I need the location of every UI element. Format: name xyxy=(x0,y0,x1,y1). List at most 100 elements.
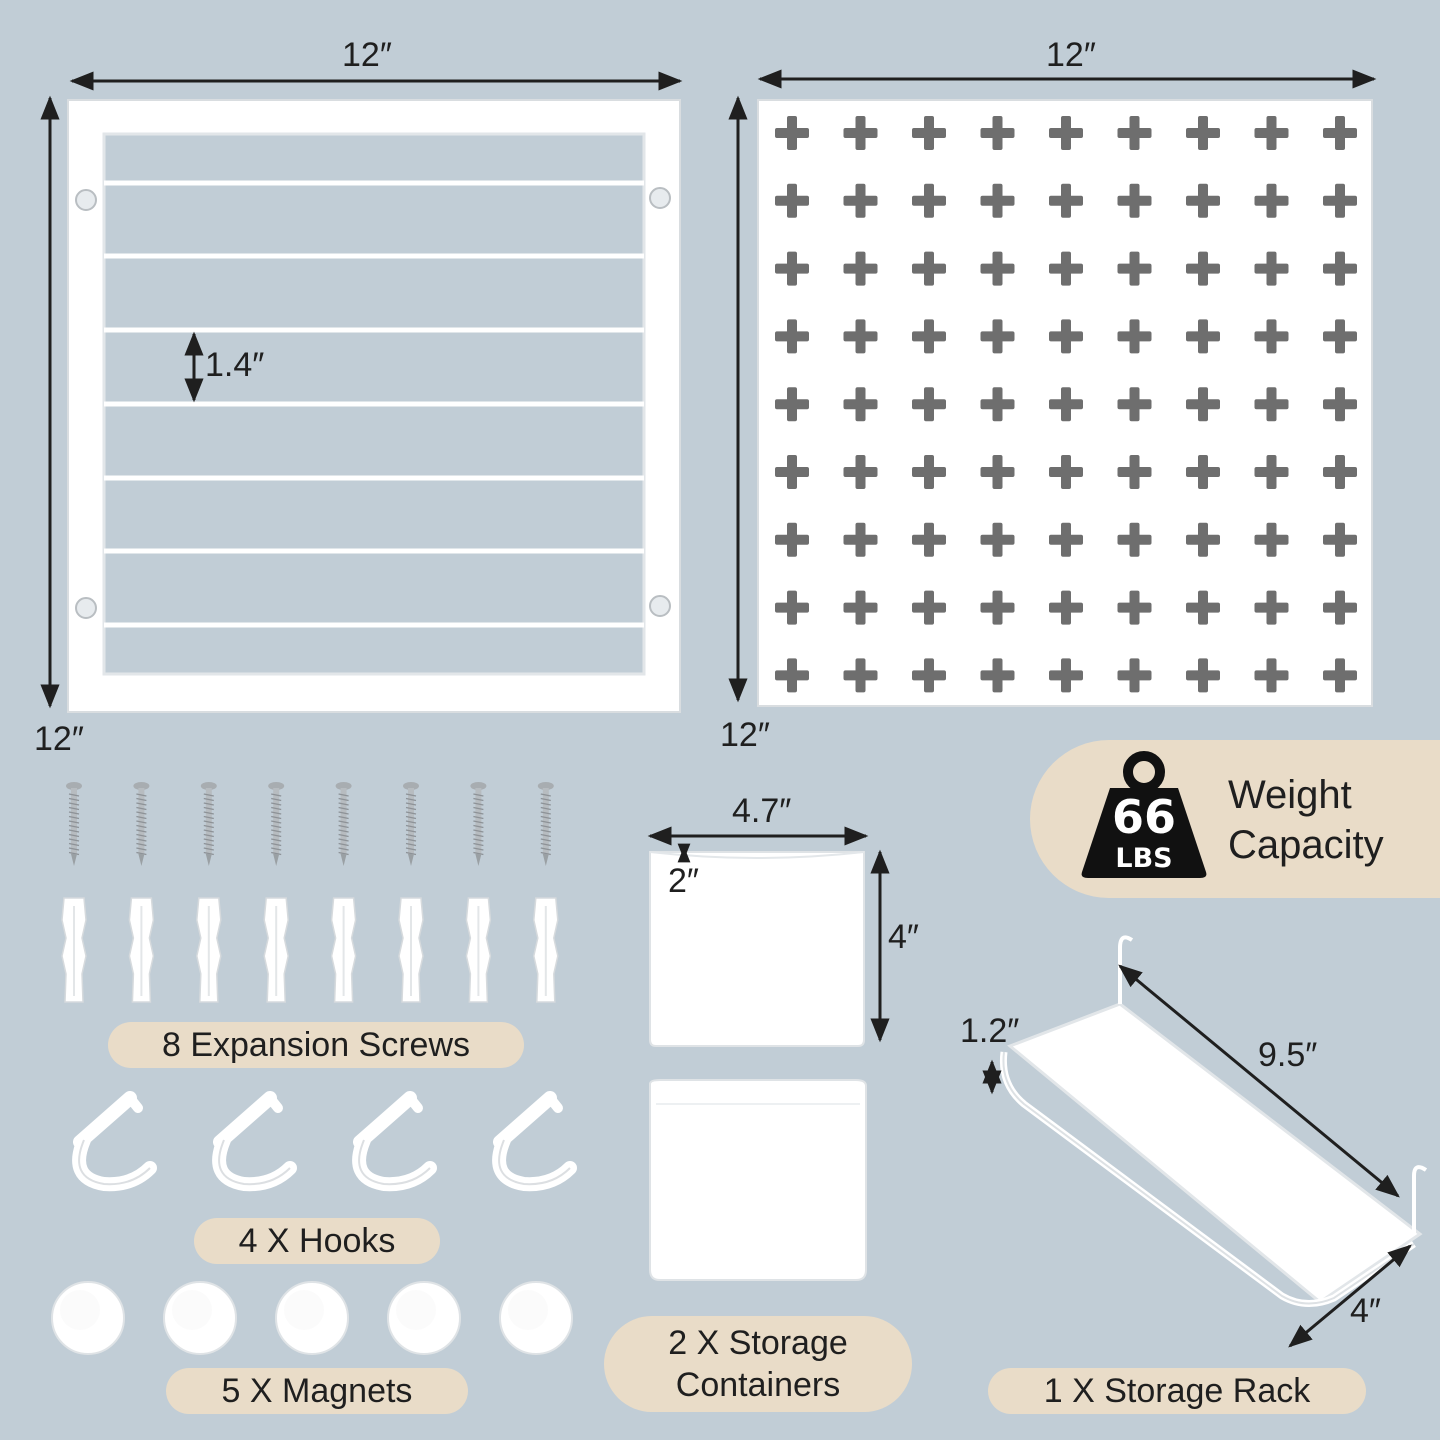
peg-hole xyxy=(1117,319,1152,354)
peg-hole xyxy=(843,251,878,286)
peg-hole xyxy=(1323,183,1357,218)
peg-hole xyxy=(912,251,946,286)
storage-rack xyxy=(999,935,1428,1307)
peg-hole xyxy=(980,590,1015,625)
storage-container-top xyxy=(649,851,865,1047)
container-width-label: 4.7″ xyxy=(732,792,792,830)
peg-hole xyxy=(843,116,878,150)
peg-hole xyxy=(980,319,1015,354)
peg-hole xyxy=(843,658,878,693)
weight-icon xyxy=(1081,751,1207,878)
peg-hole xyxy=(843,455,878,489)
screw-icon xyxy=(403,782,419,866)
peg-hole xyxy=(1049,387,1083,422)
peg-hole xyxy=(1323,116,1357,150)
peg-hole xyxy=(1254,116,1289,150)
peg-hole xyxy=(775,522,809,557)
peg-hole xyxy=(1117,387,1152,422)
screw-icon xyxy=(66,782,82,866)
peg-hole xyxy=(1323,251,1357,286)
peg-hole xyxy=(775,658,809,693)
peg-hole xyxy=(980,522,1015,557)
peg-hole xyxy=(1117,183,1152,218)
magnet-icon xyxy=(387,1281,461,1355)
peg-hole xyxy=(1186,658,1220,693)
peg-hole xyxy=(1117,251,1152,286)
peg-hole xyxy=(775,590,809,625)
peg-hole xyxy=(1254,183,1289,218)
peg-hole xyxy=(912,590,946,625)
peg-hole xyxy=(912,116,946,150)
peg-hole xyxy=(775,455,809,489)
rack-label: 1 X Storage Rack xyxy=(988,1368,1366,1414)
screw-icon xyxy=(470,782,487,866)
peg-hole xyxy=(980,183,1015,218)
left-panel-width-label: 12″ xyxy=(342,36,392,74)
peg-hole xyxy=(912,658,946,693)
wall-anchor-icon xyxy=(533,897,559,1003)
magnet-icon xyxy=(499,1281,573,1355)
left-panel-height-label: 12″ xyxy=(34,720,84,758)
peg-hole xyxy=(1117,658,1152,693)
containers-label-line1: 2 X Storage xyxy=(668,1323,848,1362)
peg-hole xyxy=(980,658,1015,693)
peg-hole xyxy=(1049,590,1083,625)
peg-hole xyxy=(912,183,946,218)
peg-hole xyxy=(1323,455,1357,489)
rack-length-label: 9.5″ xyxy=(1258,1036,1318,1074)
peg-hole xyxy=(1323,387,1357,422)
peg-hole xyxy=(843,522,878,557)
magnet-icon xyxy=(275,1281,349,1355)
peg-hole xyxy=(1117,590,1152,625)
peg-hole xyxy=(775,251,809,286)
weight-unit: LBS xyxy=(1115,843,1173,874)
rack-width-label: 4″ xyxy=(1350,1292,1381,1330)
peg-hole xyxy=(1186,455,1220,489)
peg-hole xyxy=(980,116,1015,150)
peg-hole xyxy=(1049,658,1083,693)
magnet-icon xyxy=(51,1281,125,1355)
containers-label-line2: Containers xyxy=(675,1366,841,1404)
peg-hole xyxy=(912,319,946,354)
peg-hole xyxy=(1254,658,1289,693)
peg-hole xyxy=(1323,522,1357,557)
peg-hole xyxy=(775,387,809,422)
peg-hole xyxy=(1117,455,1152,489)
weight-label-line2: Capacity xyxy=(1228,823,1384,867)
peg-hole xyxy=(1323,658,1357,693)
peg-hole xyxy=(1049,251,1083,286)
magnets-label: 5 X Magnets xyxy=(166,1368,468,1414)
peg-hole xyxy=(1117,116,1152,150)
wall-anchor-icon xyxy=(61,897,87,1003)
peg-hole xyxy=(1186,522,1220,557)
peg-hole xyxy=(1186,183,1220,218)
wall-anchor-icon xyxy=(465,897,492,1003)
peg-hole xyxy=(980,387,1015,422)
peg-hole xyxy=(1323,319,1357,354)
wall-anchor-icon xyxy=(330,897,357,1003)
right-panel-height-label: 12″ xyxy=(720,716,770,754)
container-height-label: 4″ xyxy=(888,918,919,956)
screw-icon xyxy=(268,782,285,866)
peg-hole xyxy=(1186,251,1220,286)
peg-hole xyxy=(1254,251,1289,286)
peg-hole xyxy=(912,455,946,489)
peg-hole xyxy=(775,319,809,354)
wall-anchor-icon xyxy=(398,897,424,1003)
peg-hole xyxy=(1254,590,1289,625)
weight-number: 66 xyxy=(1111,790,1176,844)
peg-hole xyxy=(1254,387,1289,422)
peg-hole xyxy=(843,319,878,354)
screw-icon xyxy=(537,782,554,866)
peg-hole xyxy=(1117,522,1152,557)
wall-anchor-icon xyxy=(128,897,155,1003)
containers-label: 2 X Storage Containers xyxy=(604,1316,912,1412)
peg-hole xyxy=(1254,522,1289,557)
peg-hole xyxy=(1049,522,1083,557)
peg-hole xyxy=(1049,116,1083,150)
right-panel-width-label: 12″ xyxy=(1046,36,1096,74)
wall-anchor-icon xyxy=(263,897,289,1003)
peg-hole xyxy=(1254,455,1289,489)
peg-hole xyxy=(1323,590,1357,625)
